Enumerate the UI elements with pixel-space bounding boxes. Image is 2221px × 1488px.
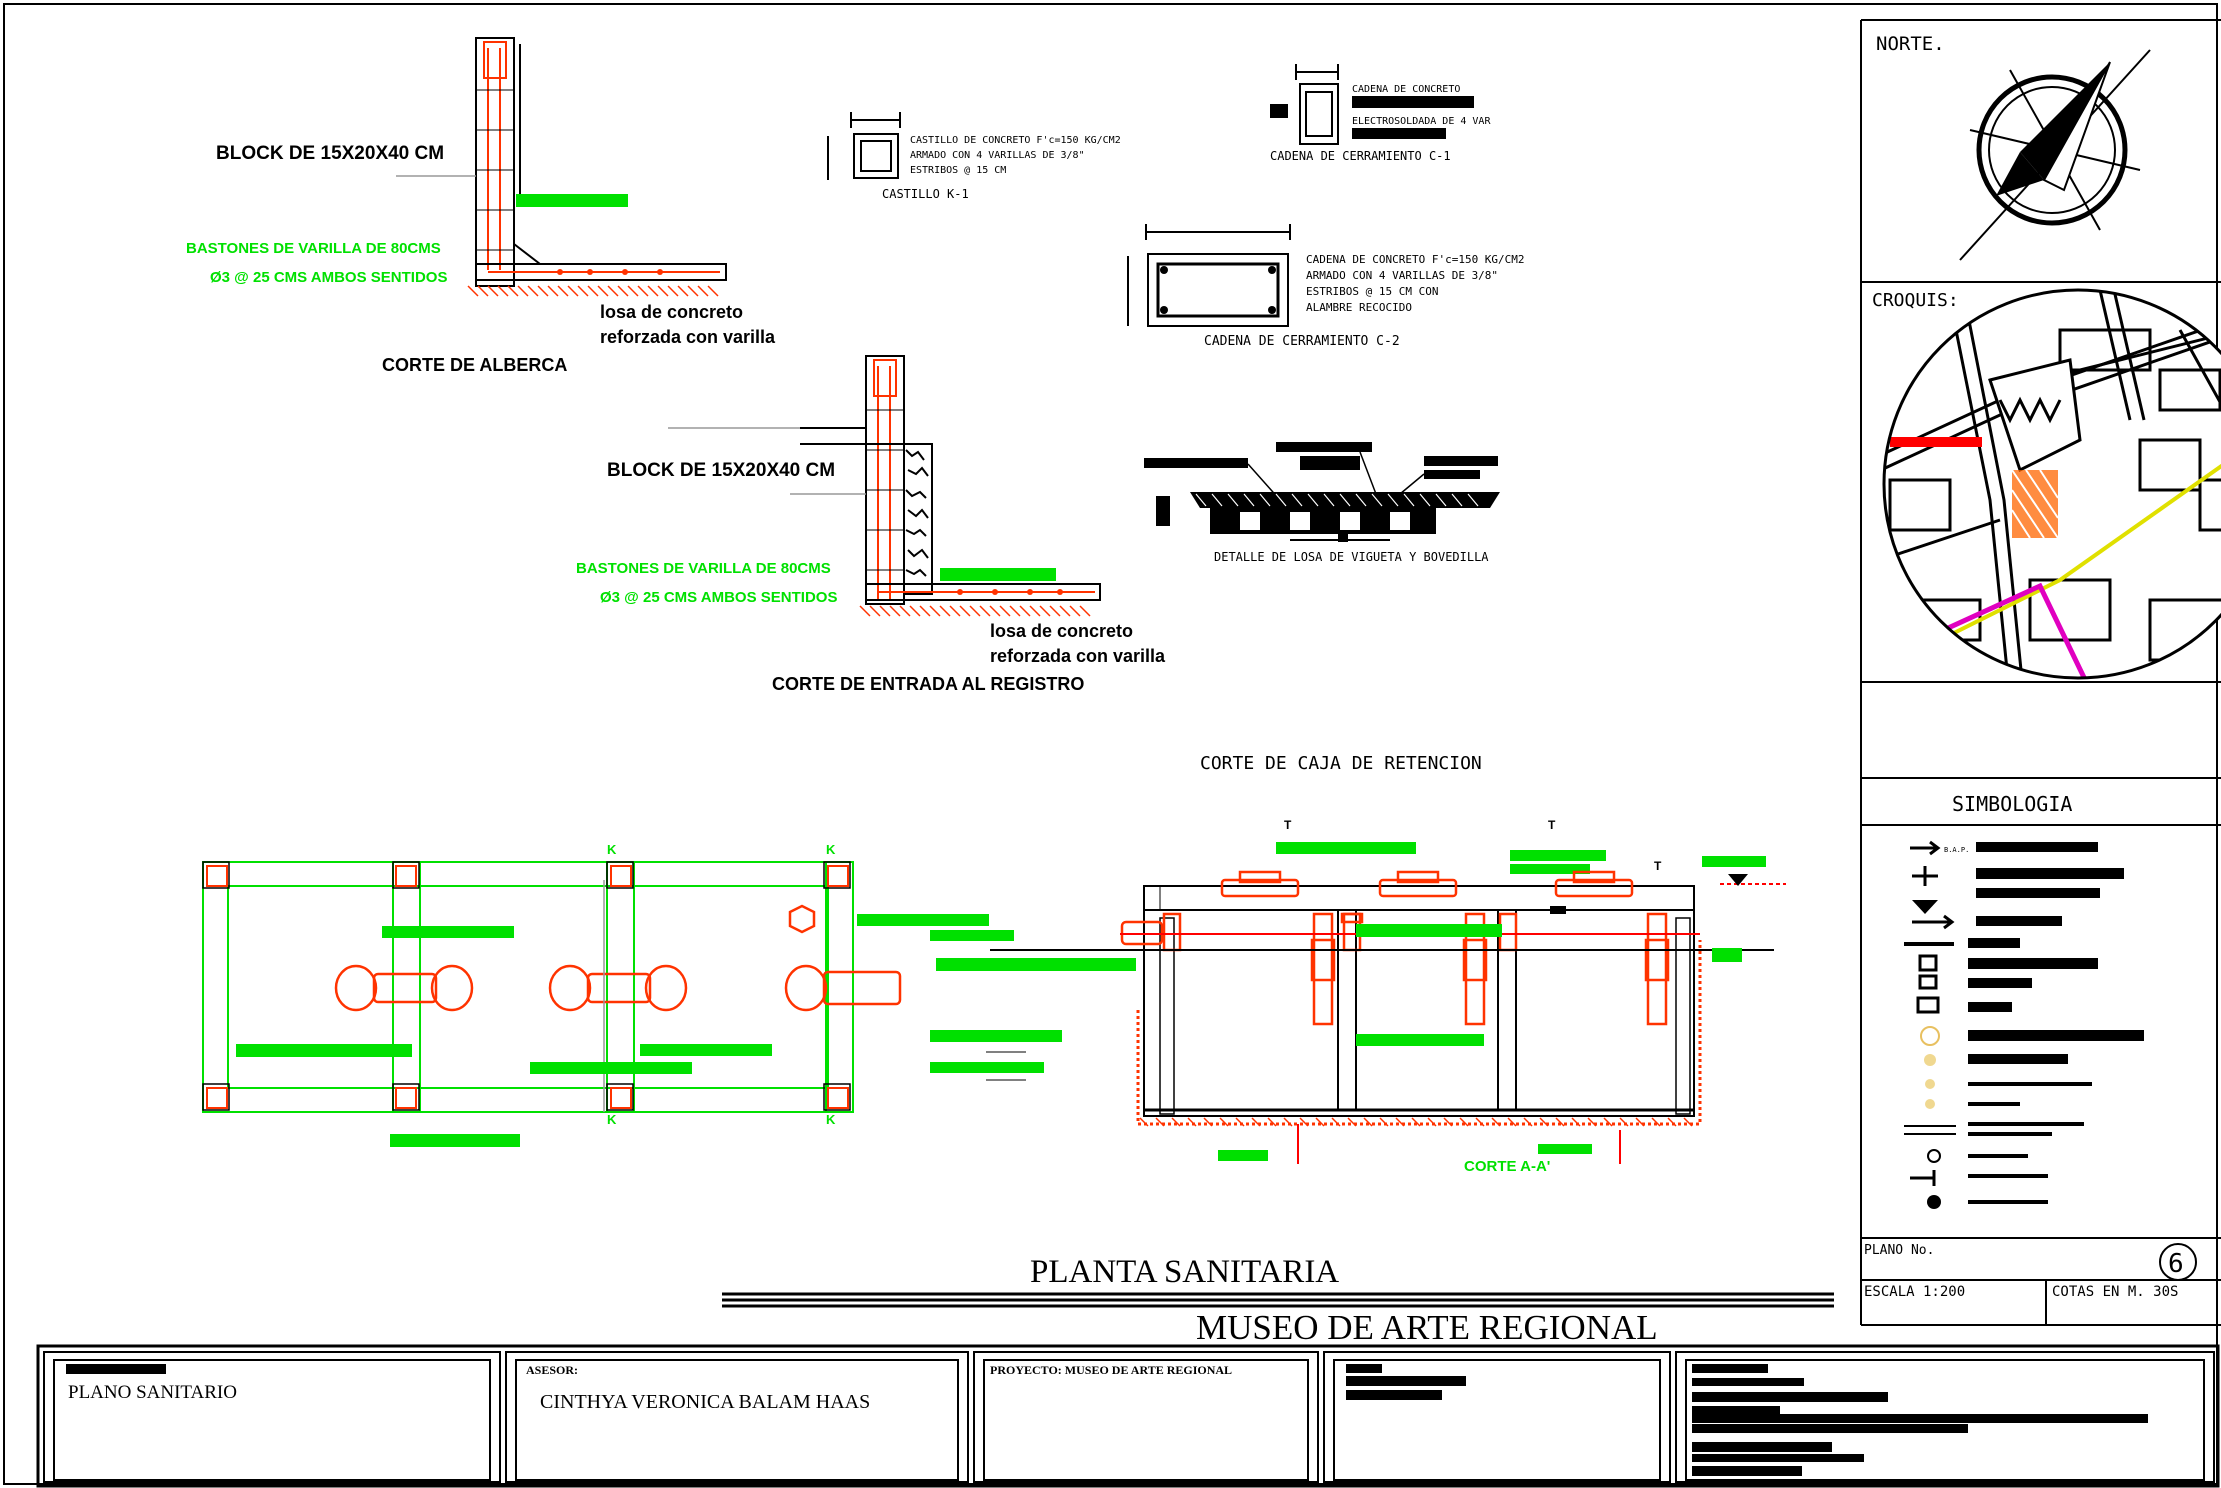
detail-castillo-k1: CASTILLO K-1 CASTILLO DE CONCRETO F'c=15… [827,112,1121,201]
plan-k-label-4: K [826,1112,836,1127]
symbology-list: B.A.P. [1904,840,2144,1209]
symbol-row-label: B.A.P. [1944,846,1969,854]
cadena1-note-1: CADENA DE CONCRETO [1352,84,1460,95]
registro-bastones-line1: BASTONES DE VARILLA DE 80CMS [576,560,831,577]
caja-title: CORTE DE CAJA DE RETENCION [1200,753,1482,774]
proyecto-label: PROYECTO: MUSEO DE ARTE REGIONAL [990,1363,1232,1377]
registro-title: CORTE DE ENTRADA AL REGISTRO [772,674,1084,694]
registro-bastones-line2: Ø3 @ 25 CMS AMBOS SENTIDOS [600,589,837,606]
symbol-row [1904,1026,2144,1209]
cadena1-label: CADENA DE CERRAMIENTO C-1 [1270,149,1451,163]
registro-losa-line1: losa de concreto [990,621,1133,641]
cadena2-note-4: ALAMBRE RECOCIDO [1306,301,1412,314]
symbol-row [1916,954,2098,1014]
cadena2-note-1: CADENA DE CONCRETO F'c=150 KG/CM2 [1306,253,1525,266]
detail-cadena-c1: CADENA DE CONCRETO ELECTROSOLDADA DE 4 V… [1270,64,1491,163]
detail-corte-alberca: BLOCK DE 15X20X40 CM BASTONES DE VARILLA… [186,37,776,375]
detail-cadena-c2: CADENA DE CONCRETO F'c=150 KG/CM2 ARMADO… [1127,224,1525,349]
caja-t-label-1: T [1284,818,1292,832]
castillo-label: CASTILLO K-1 [882,187,969,201]
norte-label: NORTE. [1876,33,1945,55]
castillo-note-1: CASTILLO DE CONCRETO F'c=150 KG/CM2 [910,135,1121,146]
symbol-row: B.A.P. [1910,840,2098,856]
plano-sanitario-label: PLANO SANITARIO [68,1382,237,1403]
main-title: PLANTA SANITARIA [1030,1254,1339,1290]
cadena2-note-3: ESTRIBOS @ 15 CM CON [1306,285,1438,298]
plan-k-label-2: K [826,842,836,857]
plan-k-label-1: K [607,842,617,857]
detail-losa-vigueta: DETALLE DE LOSA DE VIGUETA Y BOVEDILLA [1144,442,1500,564]
arrow-right-icon [1910,840,1941,856]
section-caja-retencion: CORTE DE CAJA DE RETENCION T T T [990,753,1786,1175]
cadena2-label: CADENA DE CERRAMIENTO C-2 [1204,334,1400,349]
subtitle: MUSEO DE ARTE REGIONAL [1196,1308,1658,1347]
circle-icon [1927,1149,1941,1163]
croquis-map [1882,288,2221,680]
alberca-block-label: BLOCK DE 15X20X40 CM [216,143,444,164]
alberca-bastones-line1: BASTONES DE VARILLA DE 80CMS [186,240,441,257]
plano-no-label: PLANO No. [1864,1243,1934,1258]
cotas-label: COTAS EN M. 30S [2052,1284,2178,1300]
author-name: CINTHYA VERONICA BALAM HAAS [540,1391,870,1413]
caja-section-label: CORTE A-A' [1464,1158,1550,1175]
castillo-note-3: ESTRIBOS @ 15 CM [910,165,1006,176]
registro-block-label: BLOCK DE 15X20X40 CM [607,460,835,481]
drain-icon [1912,900,1938,914]
plan-k-label-3: K [607,1112,617,1127]
symbol-row [1912,866,2124,898]
cadena1-note-2: ELECTROSOLDADA DE 4 VAR [1352,116,1491,127]
losa-vigueta-label: DETALLE DE LOSA DE VIGUETA Y BOVEDILLA [1214,550,1489,564]
alberca-bastones-line2: Ø3 @ 25 CMS AMBOS SENTIDOS [210,269,447,286]
register-icon [1918,954,1938,972]
trap-icon [1916,996,1940,1014]
symbol-row [1904,938,2020,948]
valve-icon [1912,866,1938,886]
simbologia-label: SIMBOLOGIA [1952,792,2072,816]
plano-no-value: 6 [2168,1249,2184,1279]
escala-label: ESCALA 1:200 [1864,1284,1965,1300]
register-grate-icon [1918,974,1938,990]
alberca-title: CORTE DE ALBERCA [382,355,567,375]
caja-t-label-3: T [1654,859,1662,873]
caja-t-label-2: T [1548,818,1556,832]
flow-arrow-icon [1912,914,1955,930]
title-block: PLANO SANITARIO ASESOR: CINTHYA VERONICA… [36,1344,2220,1488]
detail-corte-registro: BLOCK DE 15X20X40 CM BASTONES DE VARILLA… [576,355,1166,694]
castillo-note-2: ARMADO CON 4 VARILLAS DE 3/8" [910,150,1085,161]
plan-view-caja: K K K K [202,842,1136,1147]
sidebar-panel: NORTE. CROQUIS: [1860,19,2221,1326]
alberca-losa-line1: losa de concreto [600,302,743,322]
lamp-icon [1924,1054,1936,1066]
fixture-icon [1920,1026,1940,1046]
cadena2-note-2: ARMADO CON 4 VARILLAS DE 3/8" [1306,269,1498,282]
north-arrow-icon [1959,49,2151,261]
alberca-losa-line2: reforzada con varilla [600,327,776,347]
asesor-label: ASESOR: [526,1363,578,1377]
symbol-row [1912,900,2062,930]
croquis-label: CROQUIS: [1872,290,1959,311]
registro-losa-line2: reforzada con varilla [990,646,1166,666]
